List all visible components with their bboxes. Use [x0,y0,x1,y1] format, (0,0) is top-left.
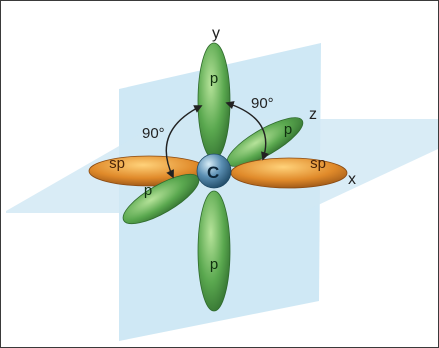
angle-arrow-right [225,101,270,161]
orbital-label-p-front: p [144,182,152,199]
nucleus-label: C [207,163,219,182]
angle-arrow-left [165,105,203,179]
axis-label-z: z [309,106,317,123]
angle-label-right: 90° [251,95,274,112]
p-orbital-down [197,190,231,312]
angle-label-left: 90° [142,125,165,142]
sp-orbital-right [230,157,348,189]
axis-label-y: y [212,25,220,42]
orbital-label-p-up: p [210,70,218,87]
orbital-label-sp-left: sp [109,155,125,172]
orbital-label-p-back: p [284,121,292,138]
p-orbital-up [197,42,231,160]
orbital-label-p-down: p [210,256,218,273]
orbital-label-sp-right: sp [310,155,326,172]
axis-label-x: x [348,171,356,188]
